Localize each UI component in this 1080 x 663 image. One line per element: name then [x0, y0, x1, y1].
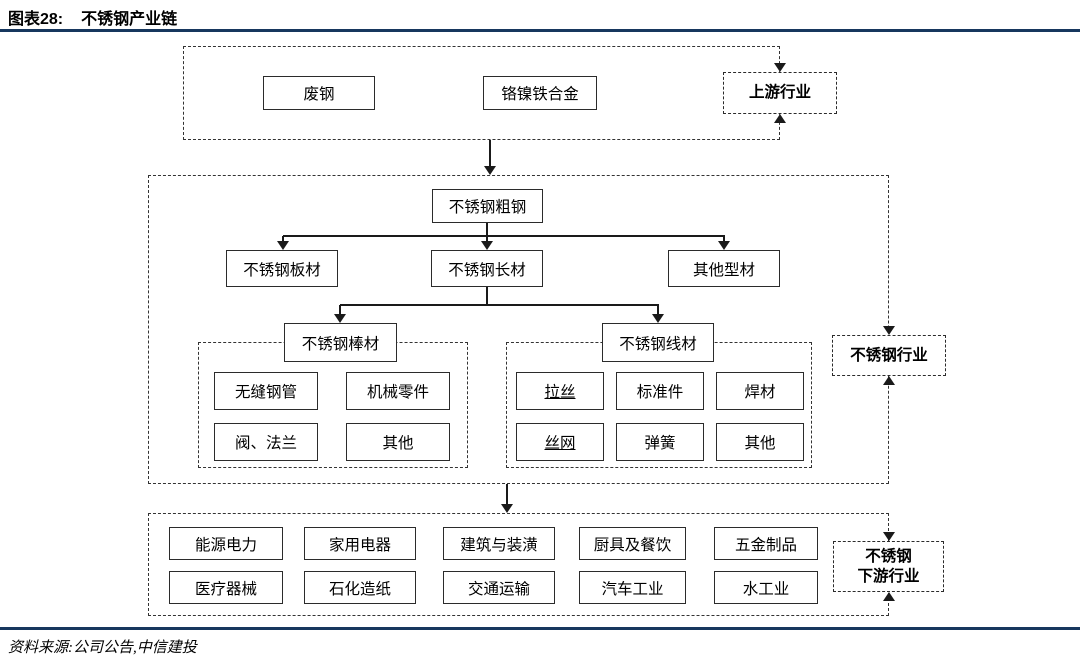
branch2-bar [340, 304, 659, 306]
figure-header: 图表28: 不锈钢产业链 [8, 5, 177, 29]
node-stainless-long-products: 不锈钢长材 [431, 250, 543, 287]
node-medical-devices: 医疗器械 [169, 571, 283, 604]
arrowhead-into-upstream-bottom [774, 114, 786, 123]
label-stainless-industry: 不锈钢行业 [832, 335, 946, 376]
arrowhead-to-other-profiles [718, 241, 730, 250]
node-wire-drawing-label: 拉丝 [544, 384, 576, 401]
arrowhead-into-industry-label-top [883, 326, 895, 335]
node-machine-parts: 机械零件 [346, 372, 450, 410]
node-construction-decoration: 建筑与装潢 [443, 527, 555, 560]
branch1-drop-mid [486, 236, 488, 243]
node-welding-material-label: 焊材 [744, 384, 776, 401]
node-standard-parts-label: 标准件 [636, 384, 684, 401]
figure-title: 不锈钢产业链 [81, 11, 178, 28]
node-stainless-wire-label: 不锈钢线材 [619, 335, 697, 353]
node-scrap-steel: 废钢 [263, 76, 375, 110]
label-downstream-industry-line2: 下游行业 [857, 567, 920, 585]
node-wire-other: 其他 [716, 423, 804, 461]
node-bar-other-label: 其他 [382, 435, 414, 452]
node-seamless-pipe: 无缝钢管 [214, 372, 318, 410]
node-crude-stainless-steel: 不锈钢粗钢 [432, 189, 543, 223]
arrowhead-into-industry-label-bottom [883, 376, 895, 385]
branch1-drop-right [723, 236, 725, 243]
label-upstream-industry-text: 上游行业 [748, 84, 811, 102]
branch1-stem [486, 223, 488, 236]
node-hardware-products-label: 五金制品 [734, 536, 797, 554]
node-hardware-products: 五金制品 [714, 527, 818, 560]
node-energy-power-label: 能源电力 [194, 536, 257, 554]
node-seamless-pipe-label: 无缝钢管 [234, 384, 297, 401]
arrowhead-to-wire-products [652, 314, 664, 323]
arrowhead-upstream-to-industry [484, 166, 496, 175]
node-water-industry: 水工业 [714, 571, 818, 604]
node-welding-material: 焊材 [716, 372, 804, 410]
node-automobile-industry-label: 汽车工业 [601, 580, 664, 598]
label-downstream-industry: 不锈钢 下游行业 [833, 541, 944, 592]
node-wire-mesh: 丝网 [516, 423, 604, 461]
connector-upstream-to-industry [489, 140, 491, 168]
node-stainless-bar-label: 不锈钢棒材 [301, 335, 380, 353]
node-scrap-steel-label: 废钢 [303, 86, 335, 103]
node-wire-mesh-label: 丝网 [544, 435, 576, 452]
node-spring: 弹簧 [616, 423, 704, 461]
node-kitchenware-catering-label: 厨具及餐饮 [593, 536, 672, 554]
arrowhead-to-long [481, 241, 493, 250]
node-standard-parts: 标准件 [616, 372, 704, 410]
arrowhead-to-bar-products [334, 314, 346, 323]
footer-rule [0, 627, 1080, 630]
node-other-profiles-label: 其他型材 [692, 261, 755, 279]
branch2-drop-right [657, 305, 659, 316]
branch1-drop-left [282, 236, 284, 243]
node-home-appliances-label: 家用电器 [328, 536, 391, 554]
node-other-profiles: 其他型材 [668, 250, 780, 287]
branch2-stem [486, 287, 488, 306]
node-stainless-plate-label: 不锈钢板材 [243, 261, 321, 279]
arrowhead-industry-to-downstream [501, 504, 513, 513]
node-stainless-bar: 不锈钢棒材 [284, 323, 397, 362]
node-stainless-plate: 不锈钢板材 [226, 250, 338, 287]
node-machine-parts-label: 机械零件 [366, 384, 429, 401]
node-home-appliances: 家用电器 [304, 527, 416, 560]
figure-number: 图表28: [8, 11, 64, 28]
node-petrochemical-paper-label: 石化造纸 [328, 580, 391, 598]
node-ferrochrome-nickel-alloy: 铬镍铁合金 [483, 76, 597, 110]
node-wire-other-label: 其他 [744, 435, 776, 452]
arrowhead-into-downstream-label-bottom [883, 592, 895, 601]
label-stainless-industry-text: 不锈钢行业 [850, 346, 928, 364]
arrowhead-into-upstream-top [774, 63, 786, 72]
node-automobile-industry: 汽车工业 [579, 571, 686, 604]
node-stainless-long-products-label: 不锈钢长材 [448, 261, 526, 279]
node-ferrochrome-nickel-alloy-label: 铬镍铁合金 [501, 86, 579, 103]
node-construction-decoration-label: 建筑与装潢 [460, 536, 538, 554]
source-note: 资料来源:公司公告,中信建投 [8, 640, 197, 656]
node-transportation: 交通运输 [443, 571, 555, 604]
arrowhead-to-plate [277, 241, 289, 250]
node-stainless-wire: 不锈钢线材 [602, 323, 714, 362]
node-medical-devices-label: 医疗器械 [194, 580, 257, 598]
label-upstream-industry: 上游行业 [723, 72, 837, 114]
node-crude-stainless-steel-label: 不锈钢粗钢 [448, 199, 527, 216]
header-rule [0, 29, 1080, 32]
node-bar-other: 其他 [346, 423, 450, 461]
branch1-bar [283, 235, 725, 237]
node-valve-flange-label: 阀、法兰 [234, 435, 297, 452]
node-kitchenware-catering: 厨具及餐饮 [579, 527, 686, 560]
label-downstream-industry-line1: 不锈钢 [865, 548, 912, 566]
arrowhead-into-downstream-label-top [883, 532, 895, 541]
node-energy-power: 能源电力 [169, 527, 283, 560]
node-wire-drawing: 拉丝 [516, 372, 604, 410]
connector-industry-to-downstream [506, 484, 508, 506]
node-valve-flange: 阀、法兰 [214, 423, 318, 461]
branch2-drop-left [339, 305, 341, 316]
node-transportation-label: 交通运输 [467, 580, 530, 598]
node-spring-label: 弹簧 [644, 435, 676, 452]
node-water-industry-label: 水工业 [742, 580, 790, 598]
node-petrochemical-paper: 石化造纸 [304, 571, 416, 604]
